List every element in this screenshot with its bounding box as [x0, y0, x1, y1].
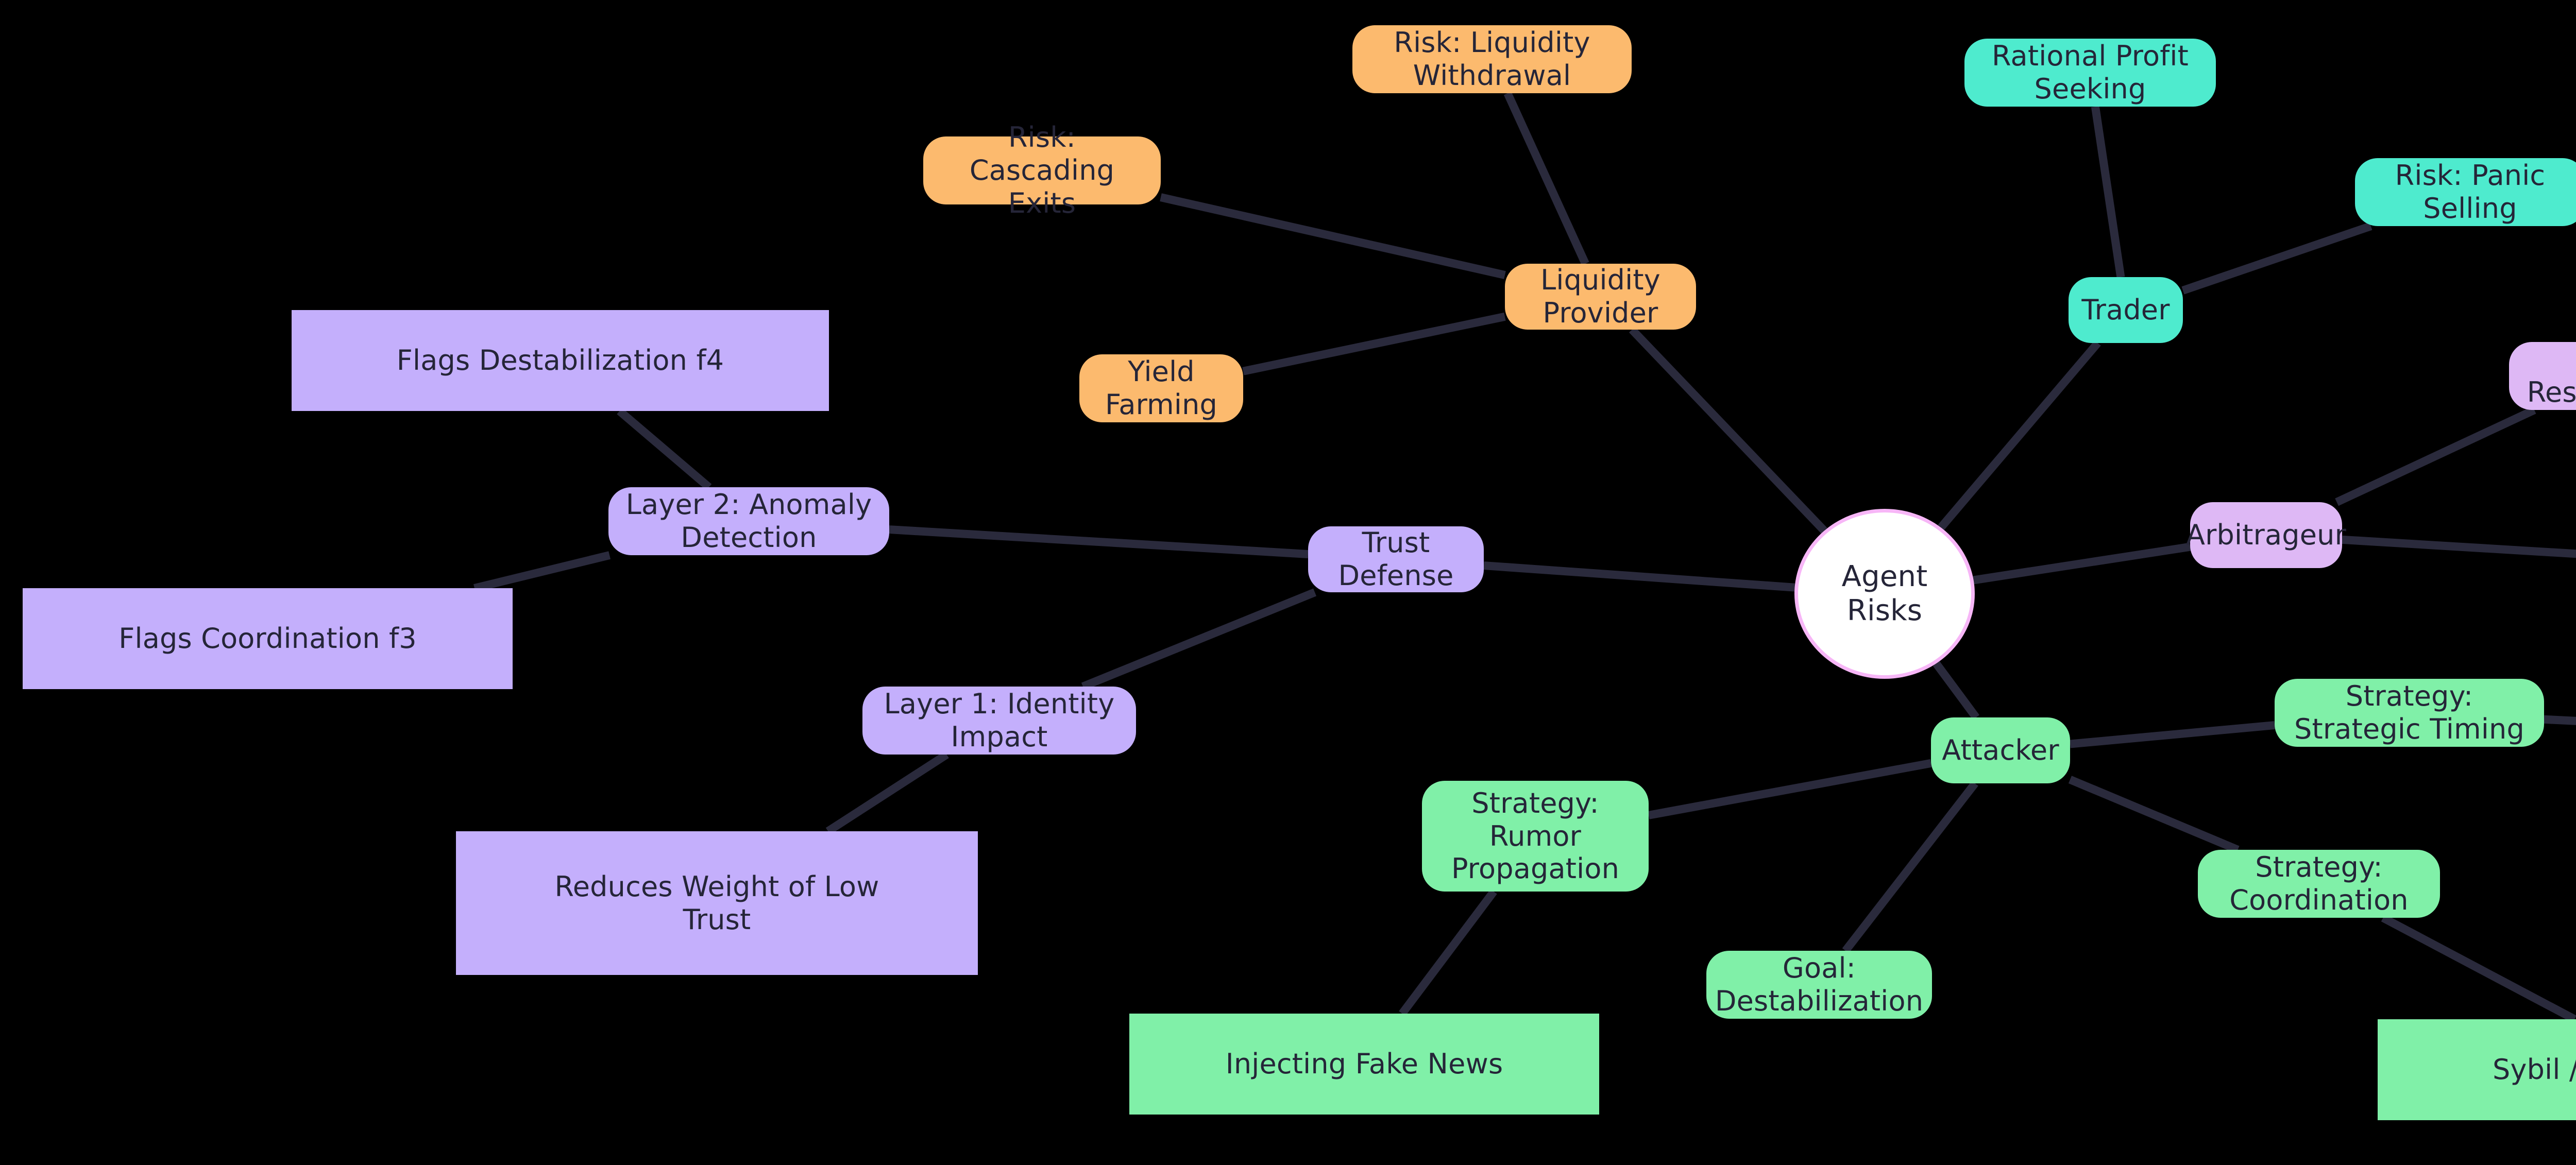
edge-arbitrageur-to-peg_restore [2335, 406, 2536, 506]
edge-trader-to-rational [2091, 106, 2125, 278]
edge-arbitrageur-to-risk_failedarb [2342, 535, 2576, 558]
mindmap-node-arbitrageur[interactable]: Arbitrageur [2186, 502, 2346, 568]
mindmap-node-root[interactable]: Agent Risks [1794, 509, 1975, 679]
edge-root-to-liq_provider [1629, 327, 1827, 534]
mindmap-node-strat_rumor[interactable]: Strategy: Rumor Propagation [1422, 781, 1649, 892]
mindmap-node-yield_farming[interactable]: Yield Farming [1079, 354, 1243, 422]
mindmap-node-trust_defense[interactable]: Trust Defense [1308, 526, 1484, 592]
edge-root-to-arbitrageur [1973, 542, 2191, 585]
mindmap-node-flags_f3[interactable]: Flags Coordination f3 [23, 588, 513, 689]
mindmap-node-reduces_wt[interactable]: Reduces Weight of Low Trust [456, 831, 978, 975]
edge-attacker-to-goal_destab [1842, 781, 1978, 953]
edge-root-to-attacker [1933, 661, 1980, 720]
edge-layer2-to-flags_f4 [617, 407, 712, 491]
mindmap-node-risk_panic[interactable]: Risk: Panic Selling [2355, 158, 2576, 226]
edge-strat_rumor-to-fake_news [1399, 889, 1497, 1016]
mindmap-node-flags_f4[interactable]: Flags Destabilization f4 [292, 310, 829, 411]
edge-trust_defense-to-layer2 [889, 525, 1309, 558]
mindmap-node-goal_destab[interactable]: Goal: Destabilization [1706, 951, 1932, 1019]
mindmap-node-strat_timing[interactable]: Strategy: Strategic Timing [2275, 679, 2544, 747]
edge-trader-to-risk_panic [2181, 222, 2372, 295]
edge-liq_provider-to-yield_farming [1242, 312, 1506, 375]
edge-attacker-to-strat_coord [2068, 776, 2240, 854]
mindmap-node-fake_news[interactable]: Injecting Fake News [1129, 1014, 1599, 1115]
edge-trust_defense-to-layer1 [1081, 588, 1317, 691]
edge-strat_timing-to-timing_sells [2544, 715, 2576, 725]
mindmap-node-risk_cascade[interactable]: Risk: Cascading Exits [923, 121, 1161, 219]
mindmap-node-risk_liq_wd[interactable]: Risk: Liquidity Withdrawal [1352, 25, 1632, 93]
edge-attacker-to-strat_rumor [1648, 759, 1932, 819]
edge-strat_coord-to-sybil [2381, 914, 2576, 1023]
edge-layer2-to-flags_f3 [473, 551, 611, 592]
mindmap-node-rational[interactable]: Rational Profit Seeking [1964, 39, 2216, 107]
mindmap-node-strat_coord[interactable]: Strategy: Coordination [2198, 850, 2440, 918]
edge-liq_provider-to-risk_liq_wd [1503, 91, 1589, 266]
mindmap-node-peg_restore[interactable]: Peg Restoration [2509, 342, 2576, 410]
mindmap-node-layer2[interactable]: Layer 2: Anomaly Detection [608, 487, 889, 555]
mindmap-node-sybil[interactable]: Sybil / Multi-Agent Attack [2378, 1019, 2576, 1120]
edge-attacker-to-strat_timing [2070, 721, 2275, 748]
mindmap-node-layer1[interactable]: Layer 1: Identity Impact [862, 687, 1136, 755]
mindmap-node-trader[interactable]: Trader [2069, 277, 2183, 343]
edge-layer1-to-reduces_wt [825, 751, 949, 835]
mindmap-node-liq_provider[interactable]: Liquidity Provider [1505, 264, 1696, 330]
edge-root-to-trust_defense [1483, 561, 1795, 592]
mindmap-node-attacker[interactable]: Attacker [1931, 717, 2070, 783]
edge-liq_provider-to-risk_cascade [1160, 193, 1506, 279]
edge-root-to-trader [1938, 340, 2101, 530]
